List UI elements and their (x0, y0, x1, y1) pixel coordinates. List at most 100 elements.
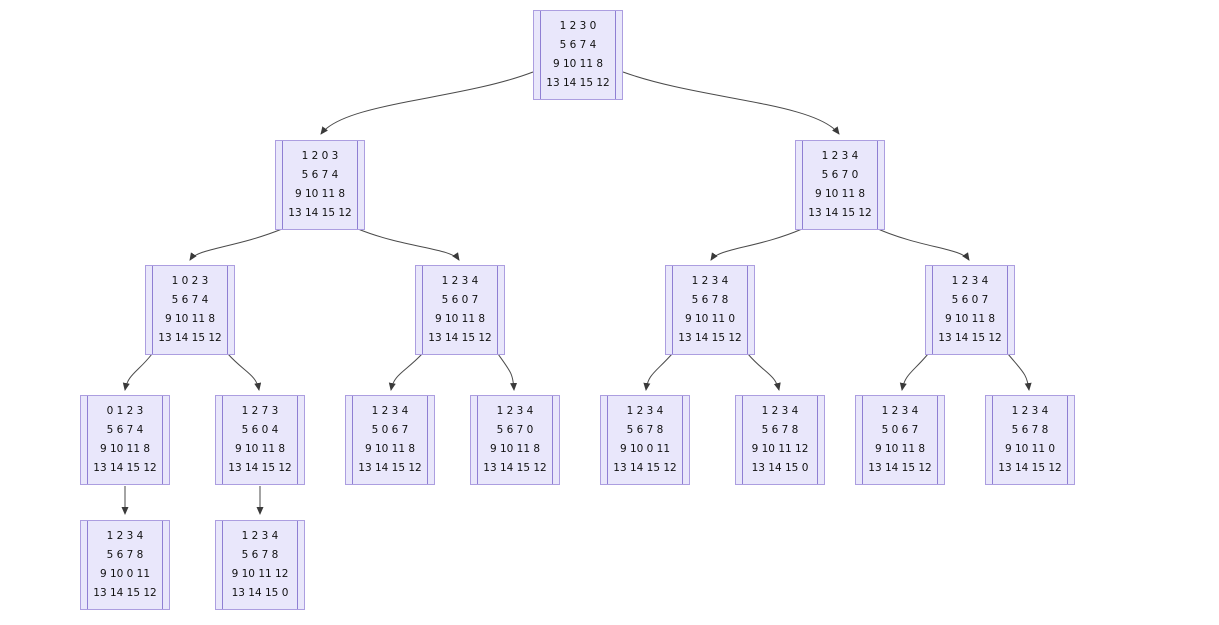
puzzle-row: 9 10 11 8 (552, 58, 604, 70)
puzzle-row: 1 2 3 4 (371, 405, 409, 417)
puzzle-row: 1 2 3 4 (1011, 405, 1049, 417)
puzzle-row: 9 10 11 8 (364, 443, 416, 455)
puzzle-row: 13 14 15 12 (93, 462, 157, 474)
puzzle-row: 5 6 7 8 (626, 424, 664, 436)
edge-n5-n12 (747, 353, 781, 391)
puzzle-row: 13 14 15 12 (228, 462, 292, 474)
puzzle-row: 13 14 15 12 (288, 207, 352, 219)
puzzle-node: 1 2 3 4 5 6 7 8 9 10 11 0 13 14 15 12 (985, 395, 1075, 485)
puzzle-row: 1 2 3 4 (241, 530, 279, 542)
puzzle-row: 5 0 6 7 (881, 424, 919, 436)
puzzle-row: 13 14 15 12 (808, 207, 872, 219)
puzzle-row: 9 10 11 8 (489, 443, 541, 455)
puzzle-node: 1 2 3 4 5 6 7 8 9 10 0 11 13 14 15 12 (80, 520, 170, 610)
puzzle-row: 9 10 11 8 (294, 188, 346, 200)
puzzle-node: 1 2 3 4 5 0 6 7 9 10 11 8 13 14 15 12 (855, 395, 945, 485)
puzzle-row: 9 10 11 8 (164, 313, 216, 325)
puzzle-row: 5 0 6 7 (371, 424, 409, 436)
puzzle-row: 13 14 15 0 (231, 587, 289, 599)
puzzle-row: 9 10 11 8 (874, 443, 926, 455)
puzzle-row: 13 14 15 12 (428, 332, 492, 344)
puzzle-row: 1 2 3 4 (441, 275, 479, 287)
puzzle-row: 9 10 0 11 (619, 443, 671, 455)
edge-n4-n10 (497, 353, 518, 391)
puzzle-row: 1 2 0 3 (301, 150, 339, 162)
puzzle-row: 9 10 11 8 (99, 443, 151, 455)
puzzle-row: 1 2 3 4 (951, 275, 989, 287)
puzzle-row: 5 6 7 4 (171, 294, 209, 306)
puzzle-row: 1 2 3 4 (106, 530, 144, 542)
puzzle-row: 13 14 15 12 (93, 587, 157, 599)
edge-n0-n1 (320, 71, 534, 135)
puzzle-row: 5 6 0 7 (951, 294, 989, 306)
puzzle-row: 5 6 7 4 (301, 169, 339, 181)
edge-n2-n6 (877, 228, 970, 261)
puzzle-row: 9 10 11 8 (234, 443, 286, 455)
puzzle-row: 9 10 11 8 (814, 188, 866, 200)
puzzle-row: 1 2 3 0 (559, 20, 597, 32)
puzzle-row: 5 6 7 0 (821, 169, 859, 181)
puzzle-row: 1 2 3 4 (821, 150, 859, 162)
puzzle-node: 1 2 3 4 5 0 6 7 9 10 11 8 13 14 15 12 (345, 395, 435, 485)
puzzle-row: 13 14 15 0 (751, 462, 809, 474)
edge-n2-n5 (710, 228, 803, 261)
puzzle-row: 5 6 0 4 (241, 424, 279, 436)
puzzle-row: 13 14 15 12 (358, 462, 422, 474)
puzzle-row: 1 0 2 3 (171, 275, 209, 287)
puzzle-row: 1 2 3 4 (881, 405, 919, 417)
puzzle-node: 1 2 3 4 5 6 0 7 9 10 11 8 13 14 15 12 (415, 265, 505, 355)
puzzle-row: 13 14 15 12 (613, 462, 677, 474)
puzzle-row: 1 2 7 3 (241, 405, 279, 417)
edge-n1-n4 (357, 228, 460, 261)
puzzle-row: 9 10 11 12 (751, 443, 809, 455)
puzzle-row: 5 6 0 7 (441, 294, 479, 306)
edge-n6-n13 (899, 353, 929, 391)
edge-n3-n7 (122, 353, 153, 391)
puzzle-row: 5 6 7 8 (761, 424, 799, 436)
puzzle-node: 1 2 3 4 5 6 7 0 9 10 11 8 13 14 15 12 (470, 395, 560, 485)
puzzle-row: 13 14 15 12 (483, 462, 547, 474)
puzzle-row: 13 14 15 12 (868, 462, 932, 474)
puzzle-row: 5 6 7 0 (496, 424, 534, 436)
puzzle-row: 5 6 7 8 (241, 549, 279, 561)
puzzle-row: 13 14 15 12 (546, 77, 610, 89)
edge-n4-n9 (388, 353, 423, 391)
puzzle-row: 5 6 7 4 (106, 424, 144, 436)
puzzle-row: 9 10 11 8 (944, 313, 996, 325)
edge-n6-n14 (1007, 353, 1032, 391)
puzzle-row: 9 10 0 11 (99, 568, 151, 580)
puzzle-row: 13 14 15 12 (998, 462, 1062, 474)
edge-n3-n8 (227, 353, 262, 391)
puzzle-row: 1 2 3 4 (496, 405, 534, 417)
puzzle-row: 1 2 3 4 (626, 405, 664, 417)
puzzle-node-goal: 1 2 3 4 5 6 7 8 9 10 11 12 13 14 15 0 (215, 520, 305, 610)
puzzle-node: 1 2 3 4 5 6 7 8 9 10 0 11 13 14 15 12 (600, 395, 690, 485)
puzzle-node-root: 1 2 3 0 5 6 7 4 9 10 11 8 13 14 15 12 (533, 10, 623, 100)
puzzle-row: 13 14 15 12 (938, 332, 1002, 344)
puzzle-row: 9 10 11 0 (1004, 443, 1056, 455)
puzzle-node: 1 2 3 4 5 6 7 8 9 10 11 0 13 14 15 12 (665, 265, 755, 355)
puzzle-row: 0 1 2 3 (106, 405, 144, 417)
puzzle-node: 1 0 2 3 5 6 7 4 9 10 11 8 13 14 15 12 (145, 265, 235, 355)
puzzle-row: 9 10 11 12 (231, 568, 289, 580)
puzzle-node: 1 2 3 4 5 6 7 0 9 10 11 8 13 14 15 12 (795, 140, 885, 230)
edge-n0-n2 (622, 71, 840, 135)
puzzle-node: 0 1 2 3 5 6 7 4 9 10 11 8 13 14 15 12 (80, 395, 170, 485)
edge-n5-n11 (643, 353, 673, 391)
puzzle-row: 9 10 11 0 (684, 313, 736, 325)
puzzle-row: 5 6 7 8 (691, 294, 729, 306)
puzzle-row: 9 10 11 8 (434, 313, 486, 325)
puzzle-row: 13 14 15 12 (678, 332, 742, 344)
puzzle-row: 1 2 3 4 (761, 405, 799, 417)
puzzle-node: 1 2 3 4 5 6 0 7 9 10 11 8 13 14 15 12 (925, 265, 1015, 355)
edge-n1-n3 (189, 228, 283, 261)
puzzle-row: 1 2 3 4 (691, 275, 729, 287)
puzzle-row: 5 6 7 4 (559, 39, 597, 51)
puzzle-node: 1 2 0 3 5 6 7 4 9 10 11 8 13 14 15 12 (275, 140, 365, 230)
puzzle-node-goal: 1 2 3 4 5 6 7 8 9 10 11 12 13 14 15 0 (735, 395, 825, 485)
puzzle-row: 13 14 15 12 (158, 332, 222, 344)
puzzle-row: 5 6 7 8 (1011, 424, 1049, 436)
puzzle-row: 5 6 7 8 (106, 549, 144, 561)
